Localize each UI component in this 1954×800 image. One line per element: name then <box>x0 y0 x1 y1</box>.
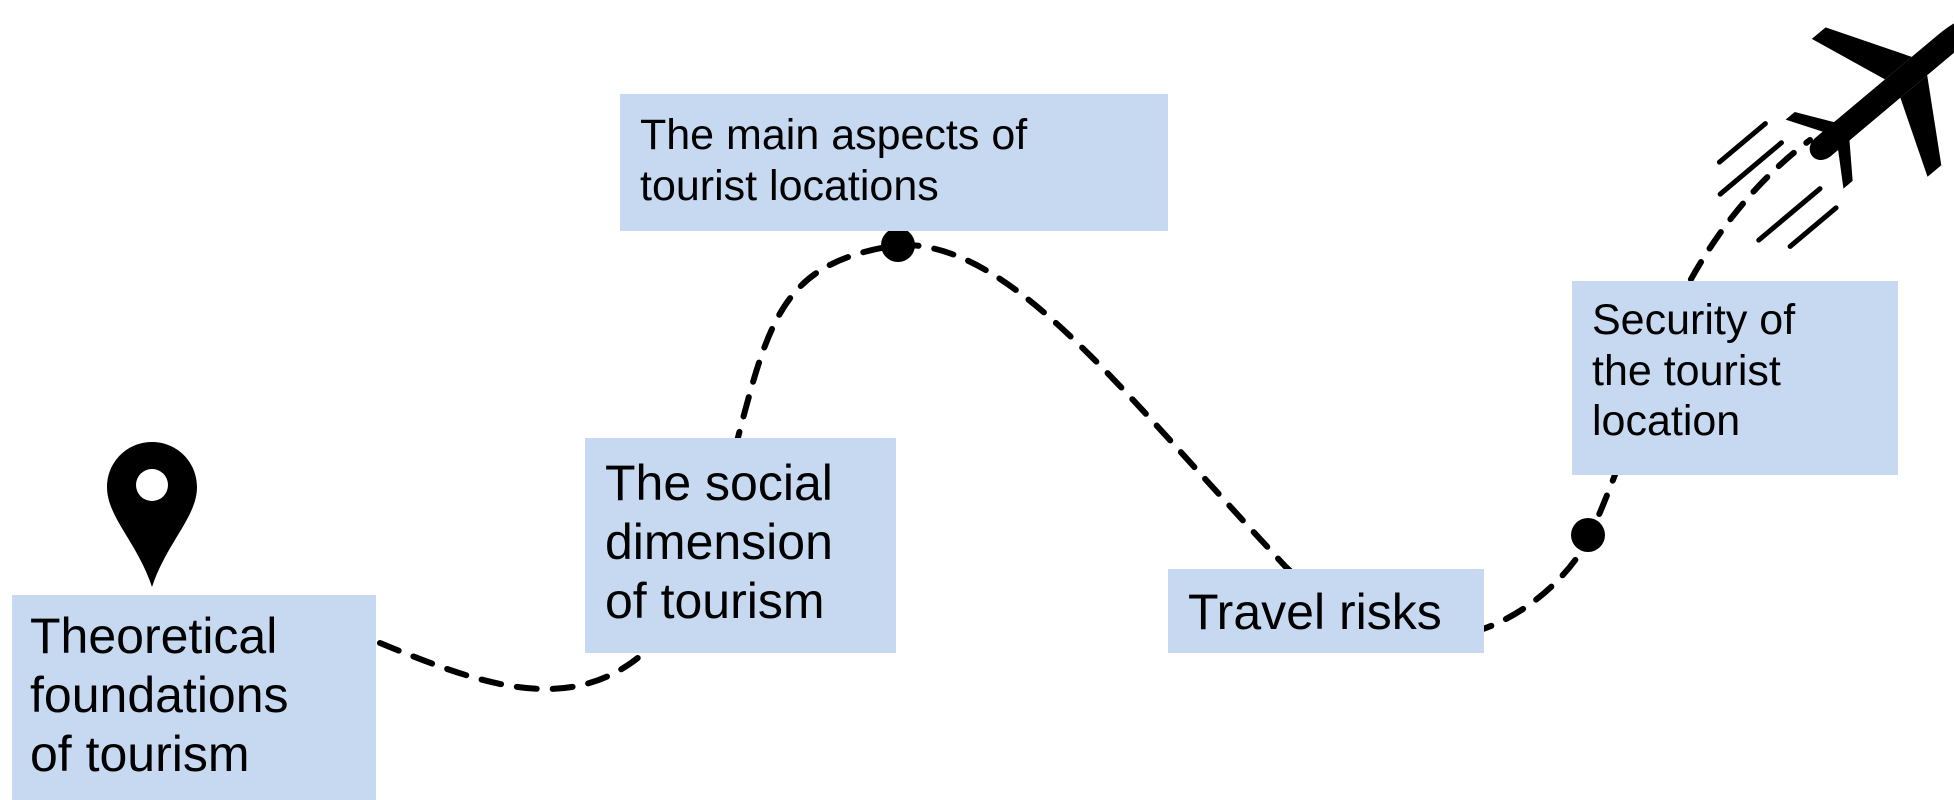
step-security: Security of the tourist location <box>1572 281 1898 475</box>
waypoint-dot <box>1571 518 1605 552</box>
map-pin-icon <box>107 442 197 587</box>
step-travel-risks: Travel risks <box>1168 569 1484 653</box>
step-social-dimension: The social dimension of tourism <box>585 438 896 653</box>
airplane-icon <box>1716 15 1954 249</box>
waypoint-dot <box>881 228 915 262</box>
step-theoretical-foundations: Theoretical foundations of tourism <box>12 595 376 800</box>
step-main-aspects: The main aspects of tourist locations <box>620 94 1168 231</box>
